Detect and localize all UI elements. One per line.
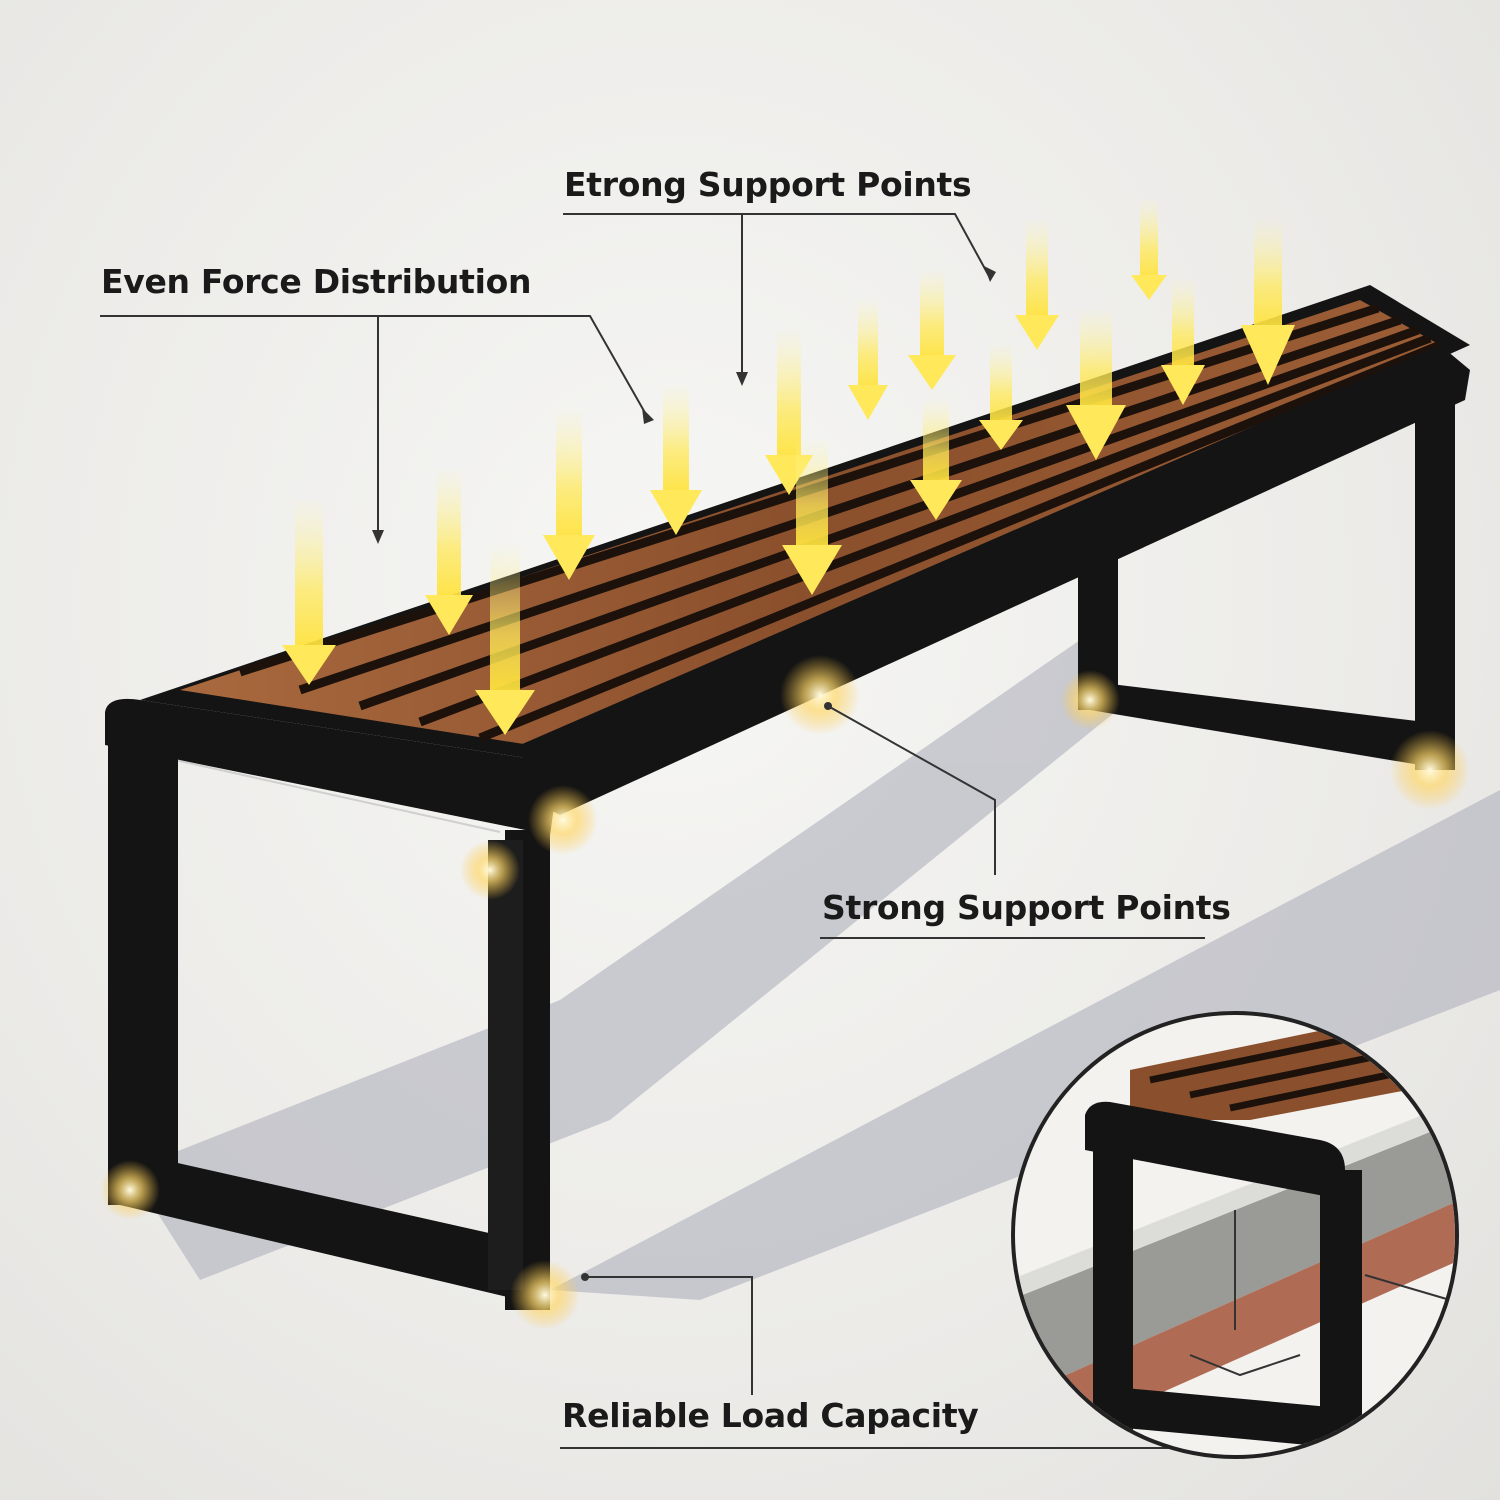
callout-lines [100,213,1291,1449]
force-arrow [1131,200,1167,300]
bench-front-rail [105,345,1470,835]
force-arrow [848,300,888,420]
force-arrow [475,545,535,735]
label-reliable-load-capacity: Reliable Load Capacity [562,1396,979,1435]
force-arrow [282,500,336,685]
force-arrow [1066,310,1126,460]
force-arrows [282,200,1295,735]
force-arrow [543,410,595,580]
light-glow [100,655,1470,1330]
force-arrow [650,385,702,535]
label-support-points-top: Etrong Support Points [564,165,972,204]
force-arrow [425,470,473,635]
force-arrow [782,440,842,595]
force-arrow [908,270,956,390]
label-even-force-distribution: Even Force Distribution [101,262,532,301]
callout-arrowheads [372,266,996,1281]
force-arrow [910,400,962,520]
force-arrow [979,345,1023,450]
detail-inset [1011,1011,1459,1459]
floor-shadow [130,640,1500,1300]
force-arrow [1015,220,1059,350]
force-arrow [1241,220,1295,385]
force-arrow [1161,280,1205,405]
label-support-points-middle: Strong Support Points [822,888,1231,927]
bench-near-leg [108,745,550,1310]
